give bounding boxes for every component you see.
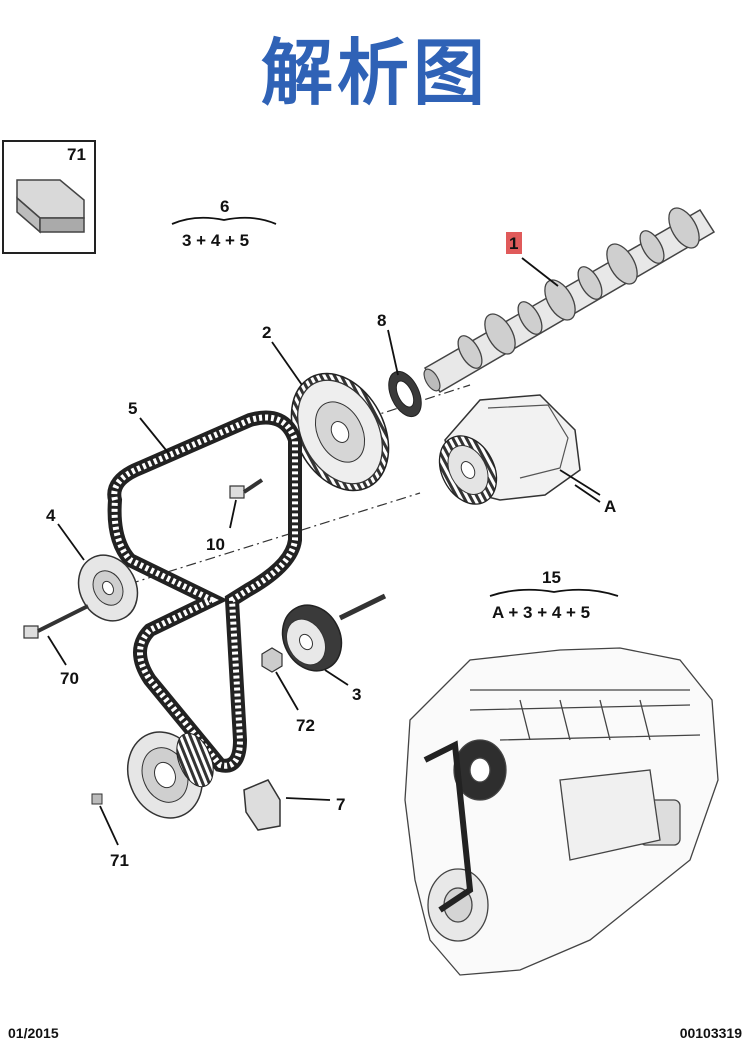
bolt-10	[229, 478, 264, 499]
timing-belt	[107, 410, 302, 773]
callout-10[interactable]: 10	[206, 535, 225, 554]
highlight-marker	[506, 232, 522, 254]
group-6-formula: 3 + 4 + 5	[182, 231, 249, 250]
footer-document-number: 00103319	[679, 1025, 742, 1041]
woodruff-key	[91, 793, 103, 805]
group-6-number: 6	[220, 197, 229, 216]
footer-date: 01/2015	[8, 1025, 59, 1041]
camshaft	[423, 207, 716, 394]
callout-a[interactable]: A	[604, 497, 616, 516]
callout-8[interactable]: 8	[377, 311, 386, 330]
nut-72	[261, 647, 283, 673]
water-pump	[438, 394, 581, 505]
callout-5[interactable]: 5	[128, 399, 137, 418]
callout-4[interactable]: 4	[46, 506, 56, 525]
group-6: 6 3 + 4 + 5	[171, 197, 277, 250]
inset-box: 71	[2, 140, 96, 254]
oil-seal	[388, 370, 422, 418]
inset-label: 71	[67, 145, 86, 164]
crankshaft-sprocket	[127, 731, 214, 819]
callout-71[interactable]: 71	[110, 851, 129, 870]
page-title: 解析图	[260, 31, 489, 115]
group-15: 15 A + 3 + 4 + 5	[489, 568, 619, 622]
idler-pulley	[281, 593, 387, 672]
callout-1[interactable]: 1	[509, 234, 518, 253]
callout-2[interactable]: 2	[262, 323, 271, 342]
engine-assembly	[404, 647, 719, 976]
callout-3[interactable]: 3	[352, 685, 361, 704]
camshaft-sprocket	[290, 372, 390, 492]
clip-part-icon	[16, 179, 85, 234]
tensioner	[77, 554, 139, 622]
callout-72[interactable]: 72	[296, 716, 315, 735]
callout-70[interactable]: 70	[60, 669, 79, 688]
belt-guide	[243, 779, 281, 831]
bolt-70	[23, 604, 89, 639]
group-15-formula: A + 3 + 4 + 5	[492, 603, 590, 622]
group-15-number: 15	[542, 568, 561, 587]
leader-lines	[47, 257, 601, 846]
callout-7[interactable]: 7	[336, 795, 345, 814]
